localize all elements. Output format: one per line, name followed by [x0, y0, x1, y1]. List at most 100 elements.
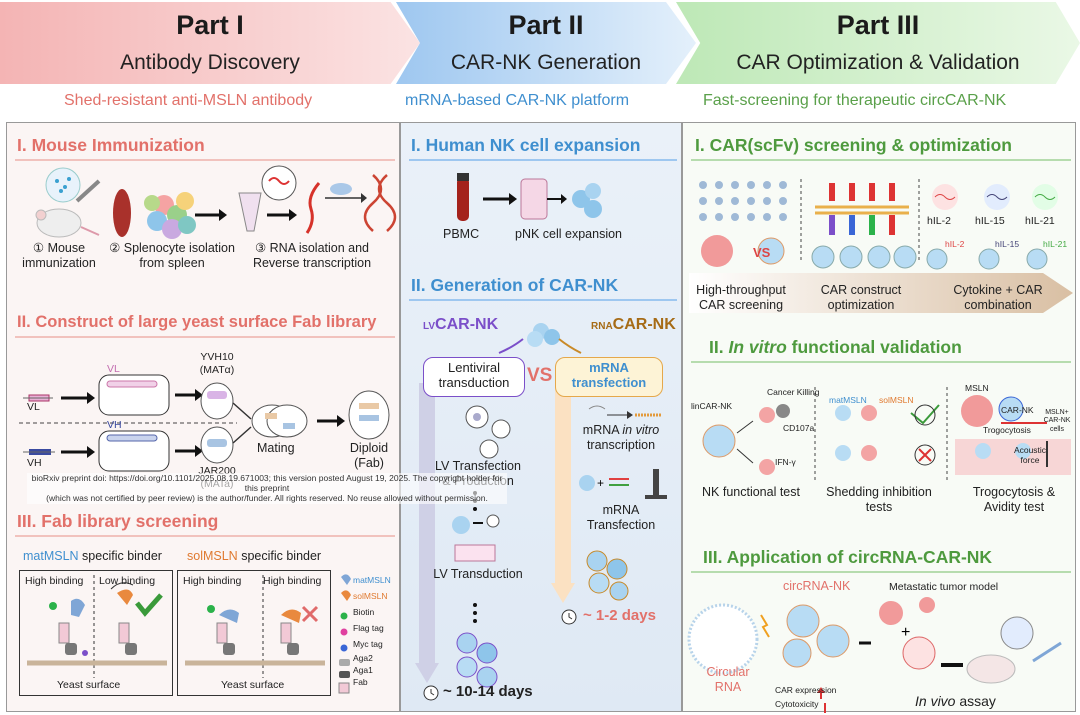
in-vitro-heading: II. In vitro functional validation: [709, 337, 962, 358]
high-throughput-label: High-throughput CAR screening: [696, 283, 786, 312]
il2-small-label: hIL-2: [945, 239, 965, 249]
trogocytosis-small-label: Trogocytosis: [983, 425, 1031, 435]
in-vivo-assay-label: In vivo assay: [915, 693, 996, 710]
il15-label: hIL-15: [975, 215, 1005, 227]
vs-label: VS: [527, 365, 553, 386]
part2-illustrations: +: [415, 173, 667, 701]
part3-subtitle: CAR Optimization & Validation: [736, 51, 1020, 74]
preprint-watermark: bioRxiv preprint doi: https://doi.org/10…: [27, 473, 507, 504]
rna-car-nk-label: RNACAR-NK: [591, 315, 676, 334]
divider: [691, 159, 1071, 161]
mating-label: Mating: [257, 441, 295, 455]
sol-binder-rest: specific binder: [237, 549, 322, 563]
part2-title: Part II: [508, 10, 584, 40]
legend-solmsln: solMSLN: [353, 591, 388, 601]
vh-plasmid-label: VH: [107, 419, 122, 431]
yeast-surface-label-1: Yeast surface: [57, 679, 121, 691]
sol-binder-keyword: solMSLN: [187, 549, 238, 563]
lv-car-nk-label: LVCAR-NK: [423, 315, 498, 334]
part3-panel: I. CAR(scFv) screening & optimization: [682, 122, 1076, 713]
lv-days-label: ~ 10-14 days: [443, 683, 533, 700]
car-nk-small-label: CAR-NK: [1001, 405, 1034, 415]
mrna-ivt-label: mRNA in vitro transcription: [571, 423, 671, 453]
divider: [15, 535, 395, 537]
rna-subscript: RNA: [591, 321, 613, 332]
pbmc-label: PBMC: [443, 227, 480, 241]
divider: [409, 159, 677, 161]
nk-expansion-heading: I. Human NK cell expansion: [411, 135, 641, 155]
legend-matmsln: matMSLN: [353, 575, 391, 585]
watermark-line2: (which was not certified by peer review)…: [46, 493, 488, 504]
circrna-nk-label: circRNA-NK: [783, 579, 851, 593]
mat-binder-rest: specific binder: [78, 549, 162, 563]
vl-gene-label: VL: [27, 401, 40, 413]
part2-tagline: mRNA-based CAR-NK platform: [405, 92, 630, 109]
svg-text:+: +: [597, 476, 604, 490]
msln-small-label: MSLN: [965, 383, 989, 393]
high-binding-label-1: High binding: [25, 575, 84, 587]
divider: [691, 361, 1071, 363]
yeast-library-heading: II. Construct of large yeast surface Fab…: [17, 313, 377, 331]
mrna-days-label: ~ 1-2 days: [583, 607, 656, 624]
vs-small-label: VS: [753, 245, 771, 260]
in-vitro-heading-c: functional validation: [786, 337, 962, 357]
part2-arrow: Part II CAR-NK Generation: [396, 2, 696, 84]
low-binding-label: Low binding: [99, 575, 156, 587]
part1-panel: I. Mouse Immunization: [6, 122, 507, 712]
mrna-ivt-b: in vitro: [622, 423, 660, 437]
step2-label: ② Splenocyte isolation from spleen: [109, 241, 235, 270]
part3-illustrations: +: [687, 179, 1073, 713]
construct-optimization-label: CAR construct optimization: [820, 283, 902, 312]
part3-title: Part III: [836, 10, 920, 40]
legend-flag-tag: Flag tag: [353, 623, 384, 633]
circrna-nk-cells: [782, 604, 850, 668]
mat-msln-small-label: matMSLN: [829, 395, 867, 405]
fab-screening-diagram: [27, 574, 351, 694]
rna-main: CAR-NK: [612, 316, 676, 333]
sol-msln-small-label: solMSLN: [879, 395, 914, 405]
divider: [15, 336, 395, 338]
legend-myc-tag: Myc tag: [353, 639, 383, 649]
sol-binder-caption: solMSLN specific binder: [187, 549, 321, 564]
part1-subtitle: Antibody Discovery: [120, 51, 300, 74]
high-binding-label-3: High binding: [263, 575, 322, 587]
legend-aga2: Aga2: [353, 653, 373, 663]
divider: [691, 571, 1071, 573]
lincar-nk-label: linCAR-NK: [691, 401, 733, 411]
yeast-surface-label-2: Yeast surface: [221, 679, 285, 691]
metastatic-model-label: Metastatic tumor model: [889, 581, 999, 593]
mrna-car-nk-cluster: [586, 550, 629, 601]
mrna-ivt-c: transcription: [586, 438, 656, 452]
high-binding-label-2: High binding: [183, 575, 242, 587]
mrna-transfection-box: mRNA transfection: [555, 357, 663, 397]
mouse-immunization-heading: I. Mouse Immunization: [17, 135, 205, 155]
mat-binder-keyword: matMSLN: [23, 549, 79, 563]
part1-illustrations: [19, 165, 397, 694]
car-construct-diagram: [811, 183, 917, 269]
cytotoxicity-label: Cytotoxicity: [775, 699, 819, 709]
lv-main: CAR-NK: [435, 316, 499, 333]
diploid-label: Diploid (Fab): [349, 441, 389, 470]
mrna-ivt-a: mRNA: [582, 423, 623, 437]
part2-subtitle: CAR-NK Generation: [450, 51, 642, 74]
cancer-killing-label: Cancer Killing: [767, 387, 820, 397]
in-vivo-a: In vivo: [915, 693, 956, 709]
part3-tagline: Fast-screening for therapeutic circCAR-N…: [703, 92, 1007, 109]
mrna-transfection-step-label: mRNA Transfection: [586, 503, 656, 532]
msln-car-nk-cells-label: MSLN+ CAR-NK cells: [1043, 409, 1071, 433]
ifn-gamma-label: IFN-γ: [775, 457, 796, 467]
legend-aga1: Aga1: [353, 665, 373, 675]
il21-label: hIL-21: [1025, 215, 1055, 227]
il2-label: hIL-2: [927, 215, 951, 227]
in-vivo-b: assay: [955, 693, 996, 709]
screening-legend: matMSLN solMSLN Biotin Flag tag Myc tag …: [353, 572, 391, 688]
mat-binder-box: [19, 570, 173, 696]
part1-title: Part I: [176, 10, 244, 40]
nk-functional-test-label: NK functional test: [702, 485, 800, 499]
splenocyte-cluster: [144, 192, 196, 239]
car-screening-heading: I. CAR(scFv) screening & optimization: [695, 135, 1012, 155]
lv-virus-icon: [465, 405, 511, 459]
lentiviral-box: Lentiviral transduction: [423, 357, 525, 397]
part3-arrow: Part III CAR Optimization & Validation: [676, 2, 1080, 84]
step1-label: ① Mouse immunization: [22, 241, 96, 270]
